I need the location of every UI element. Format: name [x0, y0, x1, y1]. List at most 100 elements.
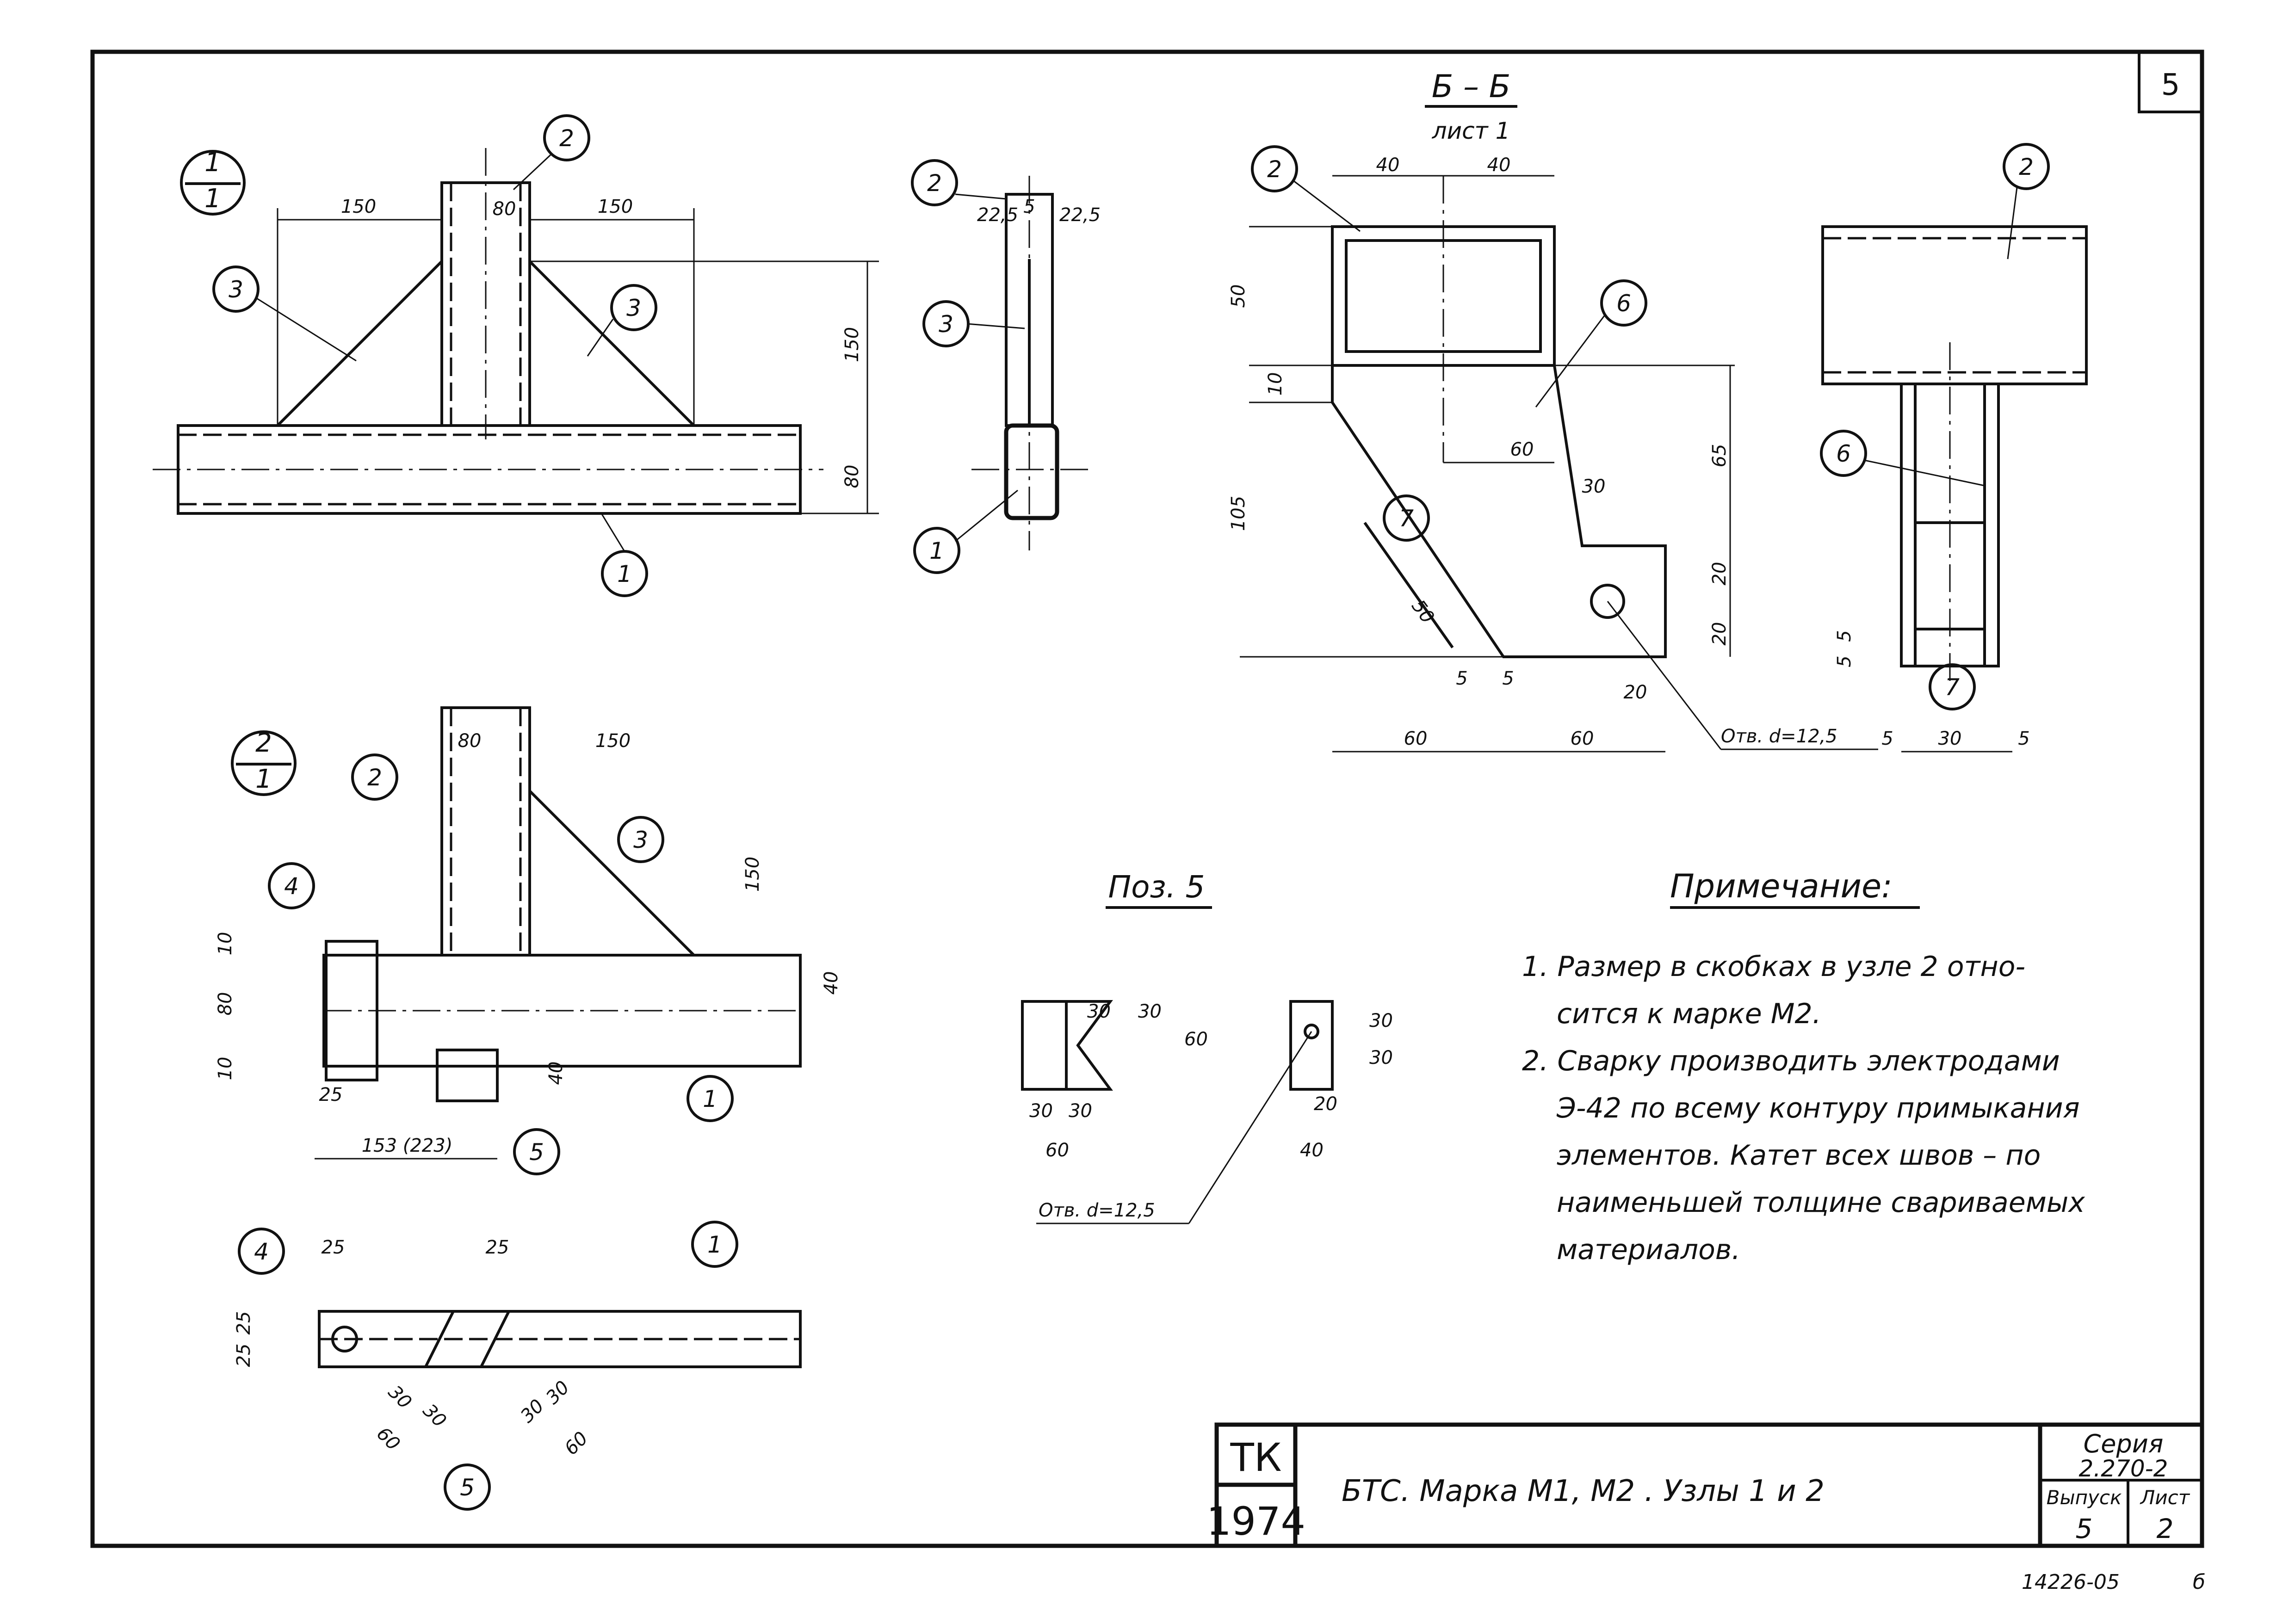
- bb-dim-5-diag: 5: [1456, 668, 1467, 689]
- node2-dim-10-bottom: 10: [215, 1057, 236, 1081]
- section-bb-title: Б – Б: [1432, 68, 1511, 105]
- node2-dim-10-top: 10: [215, 932, 236, 956]
- plan-bolt: [331, 1326, 358, 1352]
- node1-balloon-2: 2: [559, 125, 574, 152]
- pos5-left-dim-a: 30: [1087, 1001, 1111, 1022]
- pos5-view: Поз. 5 30 30 60 30 30 60 30 30 20 40 Отв…: [1021, 869, 1393, 1224]
- plan-balloon-1: 1: [707, 1231, 722, 1258]
- section-bb-subtitle: лист 1: [1432, 117, 1510, 144]
- note-line-7: материалов.: [1557, 1234, 1740, 1266]
- org-line2: 1974: [1206, 1499, 1305, 1544]
- side-dim-22-5-left: 22,5: [977, 204, 1018, 226]
- footer-code: 14226-05: [2022, 1570, 2120, 1594]
- node-1-id-circle: [180, 150, 246, 216]
- node-2-id-bottom: 1: [255, 764, 272, 794]
- sheet-frame: 5: [90, 49, 2204, 1548]
- node2-dim-80-vert: 80: [215, 992, 236, 1016]
- note-line-1: 1. Размер в скобках в узле 2 отно-: [1522, 951, 2025, 983]
- pos5-left-dim-b: 30: [1138, 1001, 1162, 1022]
- plan-balloon-4: 4: [254, 1238, 269, 1265]
- plan-dim-25-c: 25: [233, 1311, 254, 1335]
- node-1-id-bottom: 1: [204, 184, 221, 214]
- plan-balloon-5: 5: [460, 1474, 475, 1501]
- plan-dim-30-a: 30: [384, 1382, 416, 1414]
- node2-dim-80: 80: [458, 730, 482, 752]
- side-view-dim-5-c: 5: [1881, 728, 1893, 749]
- org-line1: ТК: [1230, 1435, 1282, 1480]
- pos5-hole: [1304, 1024, 1319, 1039]
- note-heading: Примечание:: [1670, 867, 1893, 905]
- side-view-dim-5-b: 5: [1834, 655, 1855, 667]
- plate-element-6: [1331, 364, 1667, 658]
- node-1-view: 1 1 150 80 150 150 80 1 2 3 3: [153, 114, 879, 597]
- plan-dim-30-b: 30: [419, 1400, 451, 1432]
- side-balloon-1: 1: [929, 537, 944, 564]
- node1-dim-150-vert: 150: [841, 327, 863, 362]
- pos5-left-dim-d: 30: [1029, 1100, 1053, 1122]
- issue-label: Выпуск: [2047, 1486, 2122, 1509]
- flange-element-4: [325, 940, 378, 1081]
- bb-dim-60-left: 60: [1404, 728, 1428, 749]
- bb-dim-40-left: 40: [1376, 154, 1400, 176]
- node1-dim-150-left: 150: [341, 196, 376, 217]
- pos5-part-left: [1021, 1000, 1113, 1091]
- node2-dim-40-lug: 40: [545, 1062, 567, 1085]
- node1-balloon-3-left: 3: [229, 276, 243, 303]
- bb-dim-20: 20: [1624, 682, 1647, 703]
- side-balloon-3: 3: [939, 311, 953, 338]
- pos5-title: Поз. 5: [1108, 869, 1205, 905]
- bb-balloon-6: 6: [1616, 290, 1631, 317]
- node1-dim-150-right: 150: [598, 196, 633, 217]
- footer-mark: б: [2193, 1570, 2205, 1594]
- series-label: Серия: [2084, 1429, 2164, 1458]
- bb-dim-5: 5: [1502, 668, 1514, 689]
- node2-dim-40-right: 40: [821, 971, 842, 995]
- node2-dim-25: 25: [319, 1084, 343, 1105]
- pos5-right-dim-b: 30: [1369, 1047, 1393, 1068]
- gusset-element-3-right: [528, 258, 698, 427]
- bb-dim-10: 10: [1265, 372, 1286, 396]
- pos5-right-dim-c: 20: [1314, 1093, 1337, 1115]
- side-view-dim-5-d: 5: [2018, 728, 2029, 749]
- plan-dim-25-d: 25: [233, 1344, 254, 1367]
- gusset-element-3-left: [274, 258, 443, 427]
- node2-balloon-3: 3: [633, 827, 648, 853]
- bb-dim-105: 105: [1228, 496, 1249, 531]
- bb-dim-65: 65: [1709, 444, 1730, 468]
- side-view-tube: [1821, 225, 2088, 385]
- bb-dim-30: 30: [1582, 476, 1606, 497]
- bb-hole-note: Отв. d=12,5: [1721, 726, 1837, 747]
- side-balloon-2: 2: [927, 170, 942, 197]
- plan-dim-30-c: 30: [517, 1396, 549, 1427]
- pos5-hole-note: Отв. d=12,5: [1039, 1200, 1155, 1221]
- section-bb-view: Б – Б лист 1 40 40 50 10 105 65 60 30 20…: [1228, 68, 1878, 753]
- bb-balloon-7: 7: [1399, 505, 1414, 532]
- note-line-4: Э-42 по всему контуру примыкания: [1556, 1092, 2080, 1124]
- side-beam-section: [1004, 423, 1059, 520]
- note-line-5: элементов. Катет всех швов – по: [1557, 1139, 2041, 1172]
- pos5-right-dim-a: 30: [1369, 1010, 1393, 1031]
- note-line-2: сится к марке М2.: [1557, 998, 1821, 1030]
- node2-dim-153: 153 (223): [362, 1135, 453, 1156]
- plan-dim-60-b: 60: [561, 1428, 593, 1460]
- side-view-dim-5-a: 5: [1834, 630, 1855, 642]
- pos5-left-dim-c: 60: [1184, 1029, 1208, 1050]
- side-view: 5 5 5 30 5 2 6 7: [1820, 143, 2088, 753]
- node-1-id-top: 1: [204, 148, 221, 178]
- plan-dim-60-a: 60: [372, 1423, 404, 1455]
- issue-value: 5: [2076, 1513, 2093, 1544]
- sheet-number: 5: [2161, 68, 2180, 102]
- node1-balloon-1: 1: [617, 561, 632, 587]
- plan-dim-30-d: 30: [542, 1377, 574, 1409]
- note-line-6: наименьшей толщине свариваемых: [1557, 1186, 2085, 1219]
- node-2-view: 2 1 80 150 150 10 80 10 40 40 25 153 (22…: [215, 706, 842, 1175]
- bb-dim-50: 50: [1228, 284, 1249, 308]
- bb-dim-20-lower: 20: [1709, 622, 1730, 646]
- list-value: 2: [2157, 1513, 2174, 1544]
- list-label: Лист: [2140, 1486, 2190, 1509]
- node2-dim-150-vert: 150: [742, 857, 763, 892]
- bb-dim-40-right: 40: [1487, 154, 1511, 176]
- lug-element-5: [436, 1049, 499, 1102]
